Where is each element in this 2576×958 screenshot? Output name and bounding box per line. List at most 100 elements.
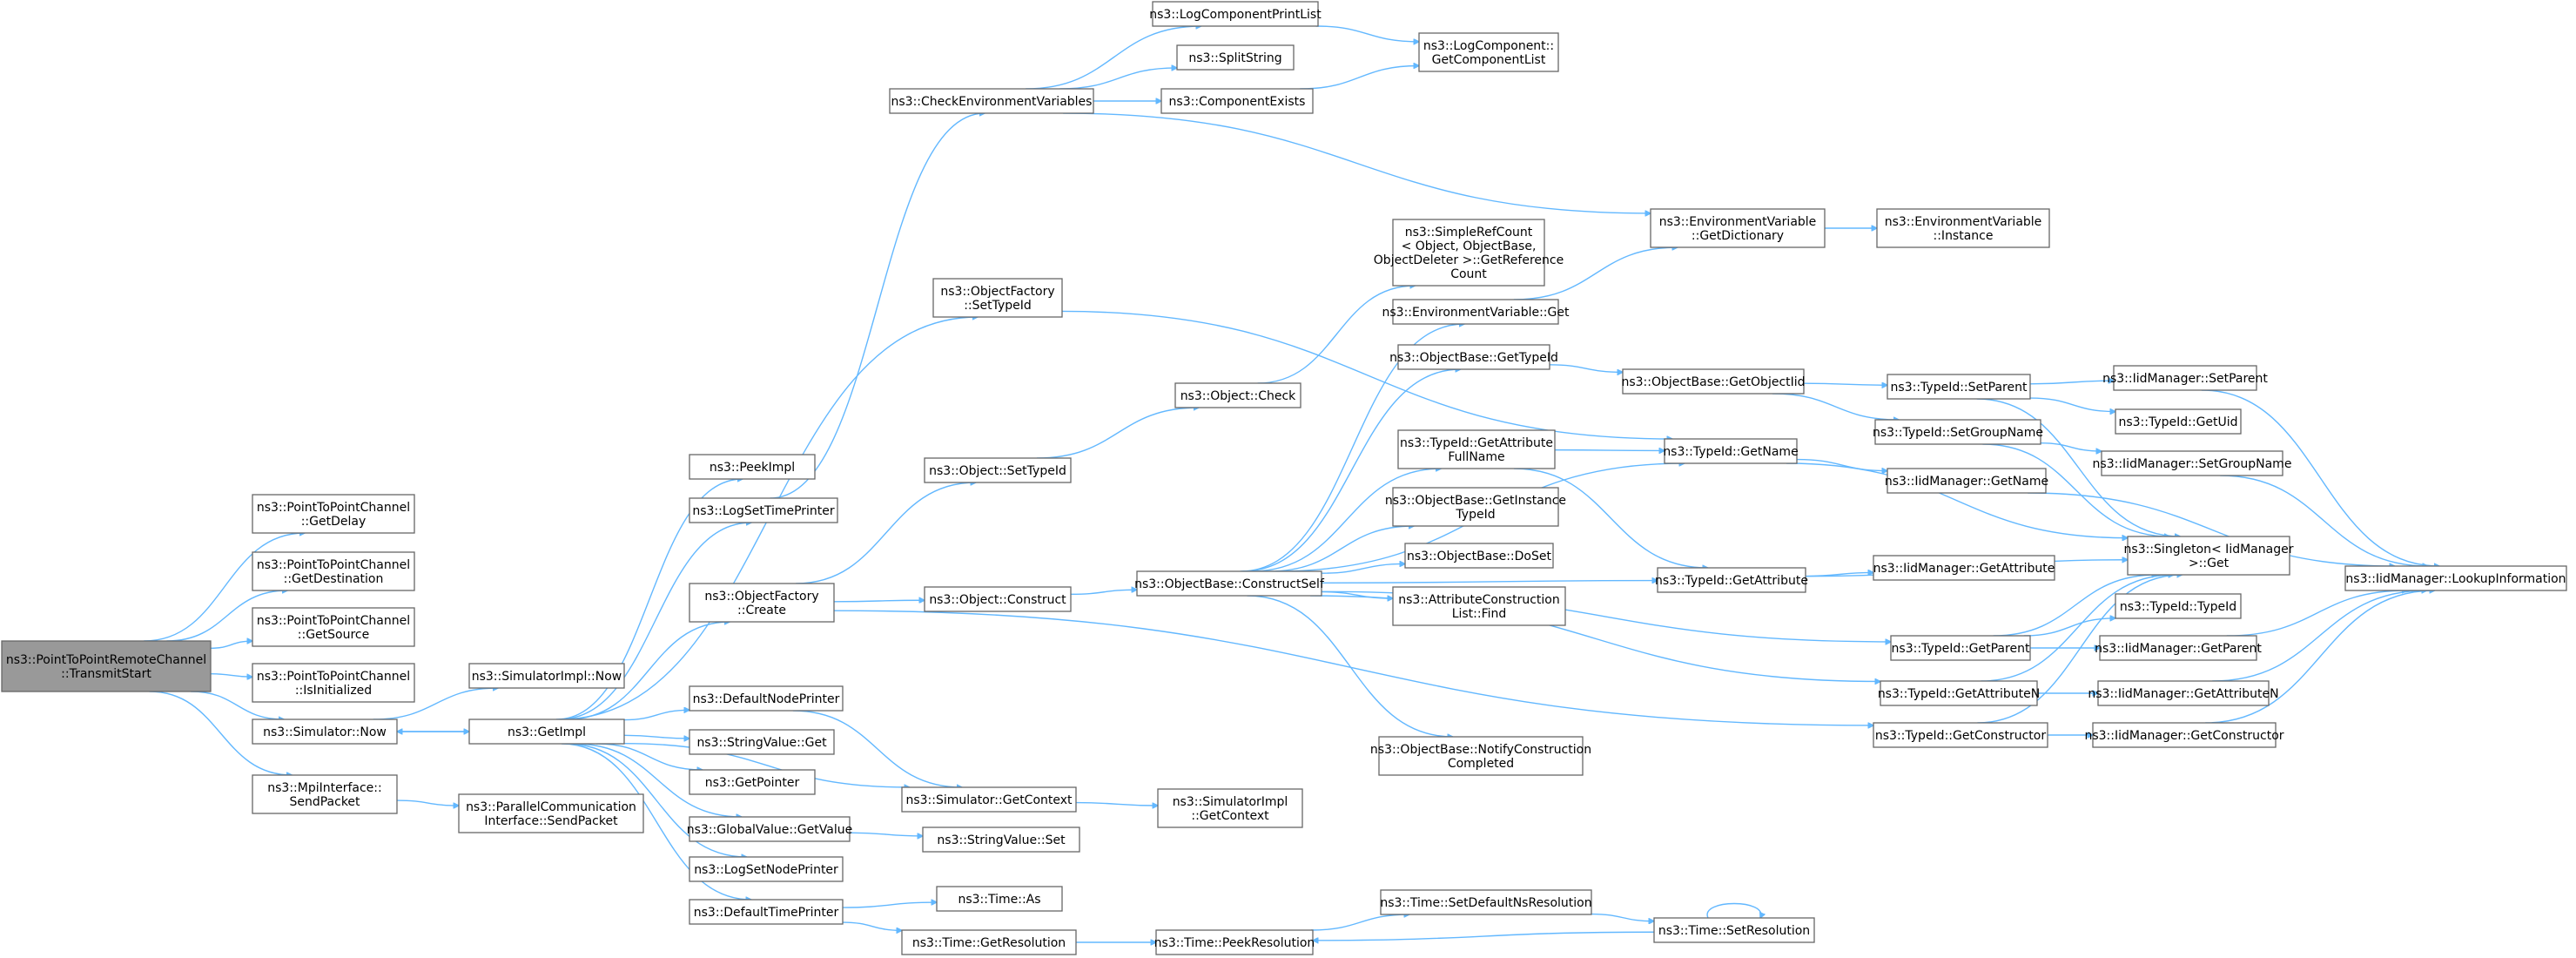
edge-tidsetparent-to-iidsetparent	[2029, 381, 2114, 385]
node-label: ns3::Time::SetResolution	[1658, 924, 1810, 938]
node-label: ns3::SplitString	[1188, 51, 1281, 65]
node-label: ns3::TypeId::GetAttribute	[1400, 436, 1553, 450]
node-ns3-objectbase-notifyconstructioncompleted[interactable]: ns3::ObjectBase::NotifyConstructionCompl…	[1370, 736, 1591, 776]
node-box	[689, 816, 851, 842]
node-ns3-typeid-getparent[interactable]: ns3::TypeId::GetParent	[1890, 635, 2031, 661]
node-ns3-object-settypeid[interactable]: ns3::Object::SetTypeId	[924, 457, 1072, 483]
node-ns3-pointtopointchannel-getsource[interactable]: ns3::PointToPointChannel::GetSource	[252, 607, 415, 647]
node-ns3-typeid-typeid[interactable]: ns3::TypeId::TypeId	[2115, 593, 2242, 619]
node-ns3-iidmanager-getparent[interactable]: ns3::IidManager::GetParent	[2095, 635, 2262, 661]
node-label: ns3::LogSetTimePrinter	[692, 504, 835, 518]
node-ns3-singleton-iidmanager-get[interactable]: ns3::Singleton< IidManager >::Get	[2124, 536, 2294, 576]
node-box	[1657, 567, 1806, 593]
node-ns3-pointtopointremotechannel-transmitstart[interactable]: ns3::PointToPointRemoteChannel::Transmit…	[1, 640, 212, 692]
node-ns3-simulatorimpl-now[interactable]: ns3::SimulatorImpl::Now	[468, 663, 625, 689]
node-ns3-componentexists[interactable]: ns3::ComponentExists	[1160, 88, 1314, 114]
node-ns3-logsettimeprinter[interactable]: ns3::LogSetTimePrinter	[689, 497, 838, 523]
node-ns3-objectbase-doset[interactable]: ns3::ObjectBase::DoSet	[1404, 543, 1554, 569]
node-ns3-pointtopointchannel-getdelay[interactable]: ns3::PointToPointChannel::GetDelay	[252, 494, 415, 534]
node-ns3-objectbase-gettypeid[interactable]: ns3::ObjectBase::GetTypeId	[1389, 344, 1558, 370]
node-ns3-typeid-getattribute[interactable]: ns3::TypeId::GetAttribute	[1655, 567, 1808, 593]
node-ns3-logsetnodeprinter[interactable]: ns3::LogSetNodePrinter	[689, 856, 844, 882]
node-box	[924, 586, 1072, 612]
node-ns3-objectbase-getobjectiid[interactable]: ns3::ObjectBase::GetObjectIid	[1621, 368, 1806, 395]
node-label: ns3::Time::PeekResolution	[1154, 936, 1315, 950]
node-ns3-simplerefcount-object-objectbase-objectdeleter-getreferencecount[interactable]: ns3::SimpleRefCount< Object, ObjectBase,…	[1374, 219, 1564, 287]
node-ns3-pointtopointchannel-getdestination[interactable]: ns3::PointToPointChannel::GetDestination	[252, 551, 415, 591]
node-ns3-iidmanager-getattributen[interactable]: ns3::IidManager::GetAttributeN	[2088, 680, 2279, 706]
node-ns3-logcomponentprintlist[interactable]: ns3::LogComponentPrintList	[1149, 1, 1322, 27]
node-ns3-logcomponent-getcomponentlist[interactable]: ns3::LogComponent::GetComponentList	[1418, 32, 1559, 72]
node-box	[1653, 917, 1815, 943]
node-ns3-time-getresolution[interactable]: ns3::Time::GetResolution	[901, 929, 1077, 955]
edge-getattrfull-to-tidgetname	[1554, 450, 1665, 451]
node-ns3-time-peekresolution[interactable]: ns3::Time::PeekResolution	[1154, 929, 1315, 955]
node-box	[2113, 365, 2257, 391]
node-ns3-object-check[interactable]: ns3::Object::Check	[1174, 382, 1301, 408]
node-ns3-parallelcommunicationinterface-sendpacket[interactable]: ns3::ParallelCommunicationInterface::Sen…	[458, 793, 644, 833]
node-label: ::GetDestination	[284, 572, 384, 586]
node-ns3-simulator-getcontext[interactable]: ns3::Simulator::GetContext	[901, 786, 1077, 813]
node-ns3-peekimpl[interactable]: ns3::PeekImpl	[689, 454, 816, 480]
node-label: ns3::Simulator::Now	[263, 725, 387, 739]
node-label: ns3::IidManager::GetParent	[2095, 642, 2262, 656]
node-box	[252, 718, 398, 745]
node-ns3-typeid-getconstructor[interactable]: ns3::TypeId::GetConstructor	[1873, 722, 2048, 748]
node-ns3-typeid-setgroupname[interactable]: ns3::TypeId::SetGroupName	[1873, 419, 2043, 445]
node-ns3-objectfactory-settypeid[interactable]: ns3::ObjectFactory::SetTypeId	[932, 278, 1063, 318]
node-box	[468, 718, 625, 745]
node-ns3-simulator-now[interactable]: ns3::Simulator::Now	[252, 718, 398, 745]
edge-setres-to-peekres	[1313, 931, 1655, 941]
node-ns3-time-setresolution[interactable]: ns3::Time::SetResolution	[1653, 917, 1815, 943]
node-ns3-splitstring[interactable]: ns3::SplitString	[1176, 44, 1295, 71]
node-ns3-time-as[interactable]: ns3::Time::As	[936, 886, 1063, 912]
edge-construct-to-doset	[1321, 563, 1405, 574]
edge-iidsetparent-to-lookup	[2201, 389, 2439, 566]
node-ns3-getimpl[interactable]: ns3::GetImpl	[468, 718, 625, 745]
node-ns3-iidmanager-getattribute[interactable]: ns3::IidManager::GetAttribute	[1873, 555, 2055, 581]
node-ns3-stringvalue-set[interactable]: ns3::StringValue::Set	[922, 826, 1080, 853]
node-ns3-typeid-setparent[interactable]: ns3::TypeId::SetParent	[1887, 374, 2031, 400]
node-box	[1392, 586, 1566, 626]
node-ns3-environmentvariable-instance[interactable]: ns3::EnvironmentVariable::Instance	[1876, 208, 2050, 248]
node-ns3-mpiinterface-sendpacket[interactable]: ns3::MpiInterface::SendPacket	[252, 774, 398, 814]
node-ns3-object-construct[interactable]: ns3::Object::Construct	[924, 586, 1072, 612]
node-ns3-iidmanager-setgroupname[interactable]: ns3::IidManager::SetGroupName	[2093, 450, 2292, 476]
edge-iidgetattrn-to-lookup	[2212, 590, 2427, 682]
node-ns3-typeid-getname[interactable]: ns3::TypeId::GetName	[1663, 438, 1799, 464]
node-ns3-pointtopointchannel-isinitialized[interactable]: ns3::PointToPointChannel::IsInitialized	[252, 663, 415, 703]
node-label: ns3::EnvironmentVariable::Get	[1382, 306, 1570, 320]
node-ns3-environmentvariable-get[interactable]: ns3::EnvironmentVariable::Get	[1382, 299, 1570, 325]
node-ns3-iidmanager-getname[interactable]: ns3::IidManager::GetName	[1885, 468, 2048, 494]
node-ns3-objectbase-constructself[interactable]: ns3::ObjectBase::ConstructSelf	[1134, 570, 1325, 597]
node-label: Count	[1450, 267, 1487, 281]
node-ns3-environmentvariable-getdictionary[interactable]: ns3::EnvironmentVariable::GetDictionary	[1650, 208, 1826, 248]
node-label: FullName	[1448, 450, 1504, 464]
edge-getimpl-to-getpointer	[595, 743, 703, 770]
node-ns3-globalvalue-getvalue[interactable]: ns3::GlobalValue::GetValue	[687, 816, 852, 842]
node-ns3-checkenvironmentvariables[interactable]: ns3::CheckEnvironmentVariables	[889, 88, 1094, 114]
node-ns3-simulatorimpl-getcontext[interactable]: ns3::SimulatorImpl::GetContext	[1157, 788, 1303, 828]
node-ns3-iidmanager-getconstructor[interactable]: ns3::IidManager::GetConstructor	[2084, 722, 2284, 748]
node-ns3-iidmanager-setparent[interactable]: ns3::IidManager::SetParent	[2102, 365, 2268, 391]
node-box	[1392, 487, 1559, 527]
node-ns3-getpointer[interactable]: ns3::GetPointer	[689, 769, 816, 795]
node-label: List::Find	[1452, 607, 1507, 621]
edge-construct-to-envget	[1240, 324, 1465, 572]
node-label: ns3::GlobalValue::GetValue	[687, 823, 852, 837]
node-ns3-time-setdefaultnsresolution[interactable]: ns3::Time::SetDefaultNsResolution	[1380, 889, 1592, 915]
edge-root-to-getdelay	[144, 533, 305, 642]
node-ns3-iidmanager-lookupinformation[interactable]: ns3::IidManager::LookupInformation	[2344, 565, 2567, 591]
node-box	[689, 899, 844, 925]
node-label: ns3::LogComponentPrintList	[1149, 8, 1322, 22]
node-ns3-objectfactory-create[interactable]: ns3::ObjectFactory::Create	[689, 583, 835, 623]
node-ns3-typeid-getattributen[interactable]: ns3::TypeId::GetAttributeN	[1878, 680, 2040, 706]
node-ns3-typeid-getuid[interactable]: ns3::TypeId::GetUid	[2115, 408, 2242, 435]
edge-getobjtid-to-tidsetparent	[1803, 383, 1887, 385]
node-ns3-stringvalue-get[interactable]: ns3::StringValue::Get	[689, 729, 835, 755]
node-ns3-defaultnodeprinter[interactable]: ns3::DefaultNodePrinter	[689, 685, 844, 712]
node-ns3-defaulttimeprinter[interactable]: ns3::DefaultTimePrinter	[689, 899, 844, 925]
